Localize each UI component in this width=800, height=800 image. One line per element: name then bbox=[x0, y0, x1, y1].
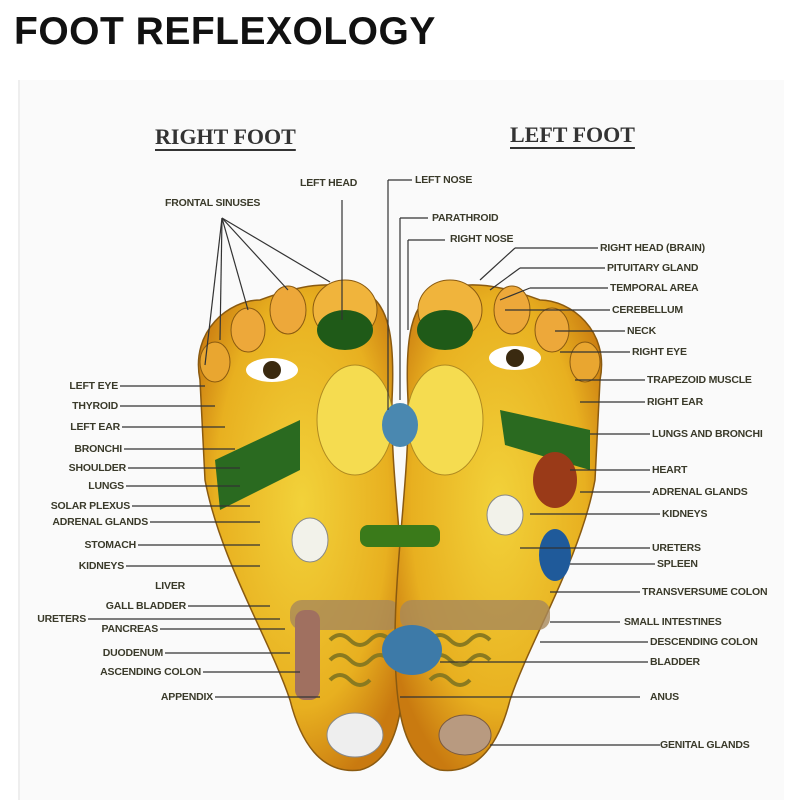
label-spleen: SPLEEN bbox=[657, 558, 698, 570]
label-right-ear: RIGHT EAR bbox=[647, 396, 703, 408]
label-left-eye: LEFT EYE bbox=[69, 380, 118, 392]
page-title: FOOT REFLEXOLOGY bbox=[14, 10, 436, 53]
pituitary-nose-organ bbox=[382, 403, 418, 447]
label-liver: LIVER bbox=[155, 580, 185, 592]
label-adrenal-glands-right: ADRENAL GLANDS bbox=[652, 486, 748, 498]
label-parathroid: PARATHROID bbox=[432, 212, 499, 224]
label-bladder: BLADDER bbox=[650, 656, 700, 668]
left-leader-lines bbox=[88, 179, 445, 698]
label-thyroid: THYROID bbox=[72, 400, 118, 412]
label-pituitary-gland: PITUITARY GLAND bbox=[607, 262, 699, 274]
label-left-nose: LEFT NOSE bbox=[415, 174, 473, 186]
label-ureters-right: URETERS bbox=[652, 542, 701, 554]
label-ascending-colon: ASCENDING COLON bbox=[100, 666, 201, 678]
label-neck: NECK bbox=[627, 325, 656, 337]
label-genital-glands: GENITAL GLANDS bbox=[660, 739, 750, 751]
stomach-organ bbox=[360, 525, 440, 547]
label-trapezoid-muscle: TRAPEZOID MUSCLE bbox=[647, 374, 752, 386]
label-left-ear: LEFT EAR bbox=[70, 421, 120, 433]
label-heart: HEART bbox=[652, 464, 688, 476]
right-foot-heading: RIGHT FOOT bbox=[155, 124, 296, 149]
label-right-eye: RIGHT EYE bbox=[632, 346, 687, 358]
label-descending-colon: DESCENDING COLON bbox=[650, 636, 758, 648]
label-transverse-colon: TRANSVERSUME COLON bbox=[642, 586, 768, 598]
label-anus: ANUS bbox=[650, 691, 679, 703]
label-frontal-sinuses: FRONTAL SINUSES bbox=[165, 197, 261, 209]
label-gall-bladder: GALL BLADDER bbox=[105, 600, 186, 612]
left-foot-shape bbox=[394, 279, 603, 772]
label-bronchi: BRONCHI bbox=[74, 443, 122, 455]
label-lungs: LUNGS bbox=[88, 480, 124, 492]
label-adrenal-glands-left: ADRENAL GLANDS bbox=[52, 516, 148, 528]
right-leader-lines bbox=[400, 247, 660, 746]
label-shoulder: SHOULDER bbox=[68, 462, 127, 474]
label-lungs-and-bronchi: LUNGS AND BRONCHI bbox=[652, 428, 763, 440]
label-ureters-left: URETERS bbox=[37, 613, 86, 625]
label-appendix: APPENDIX bbox=[160, 691, 213, 703]
label-temporal-area: TEMPORAL AREA bbox=[610, 282, 699, 294]
label-solar-plexus: SOLAR PLEXUS bbox=[50, 500, 130, 512]
label-pancreas: PANCREAS bbox=[101, 623, 158, 635]
left-foot-heading: LEFT FOOT bbox=[510, 122, 635, 147]
label-right-head-brain: RIGHT HEAD (BRAIN) bbox=[600, 242, 705, 254]
label-stomach: STOMACH bbox=[84, 539, 137, 551]
label-small-intestines: SMALL INTESTINES bbox=[624, 616, 722, 628]
label-cerebellum: CEREBELLUM bbox=[612, 304, 683, 316]
label-duodenum: DUODENUM bbox=[102, 647, 163, 659]
label-kidneys-left: KIDNEYS bbox=[78, 560, 124, 572]
bladder-organ bbox=[382, 625, 442, 675]
label-left-head: LEFT HEAD bbox=[300, 177, 358, 189]
right-foot-shape bbox=[197, 279, 406, 772]
label-kidneys-right: KIDNEYS bbox=[662, 508, 708, 520]
label-right-nose: RIGHT NOSE bbox=[450, 233, 514, 245]
